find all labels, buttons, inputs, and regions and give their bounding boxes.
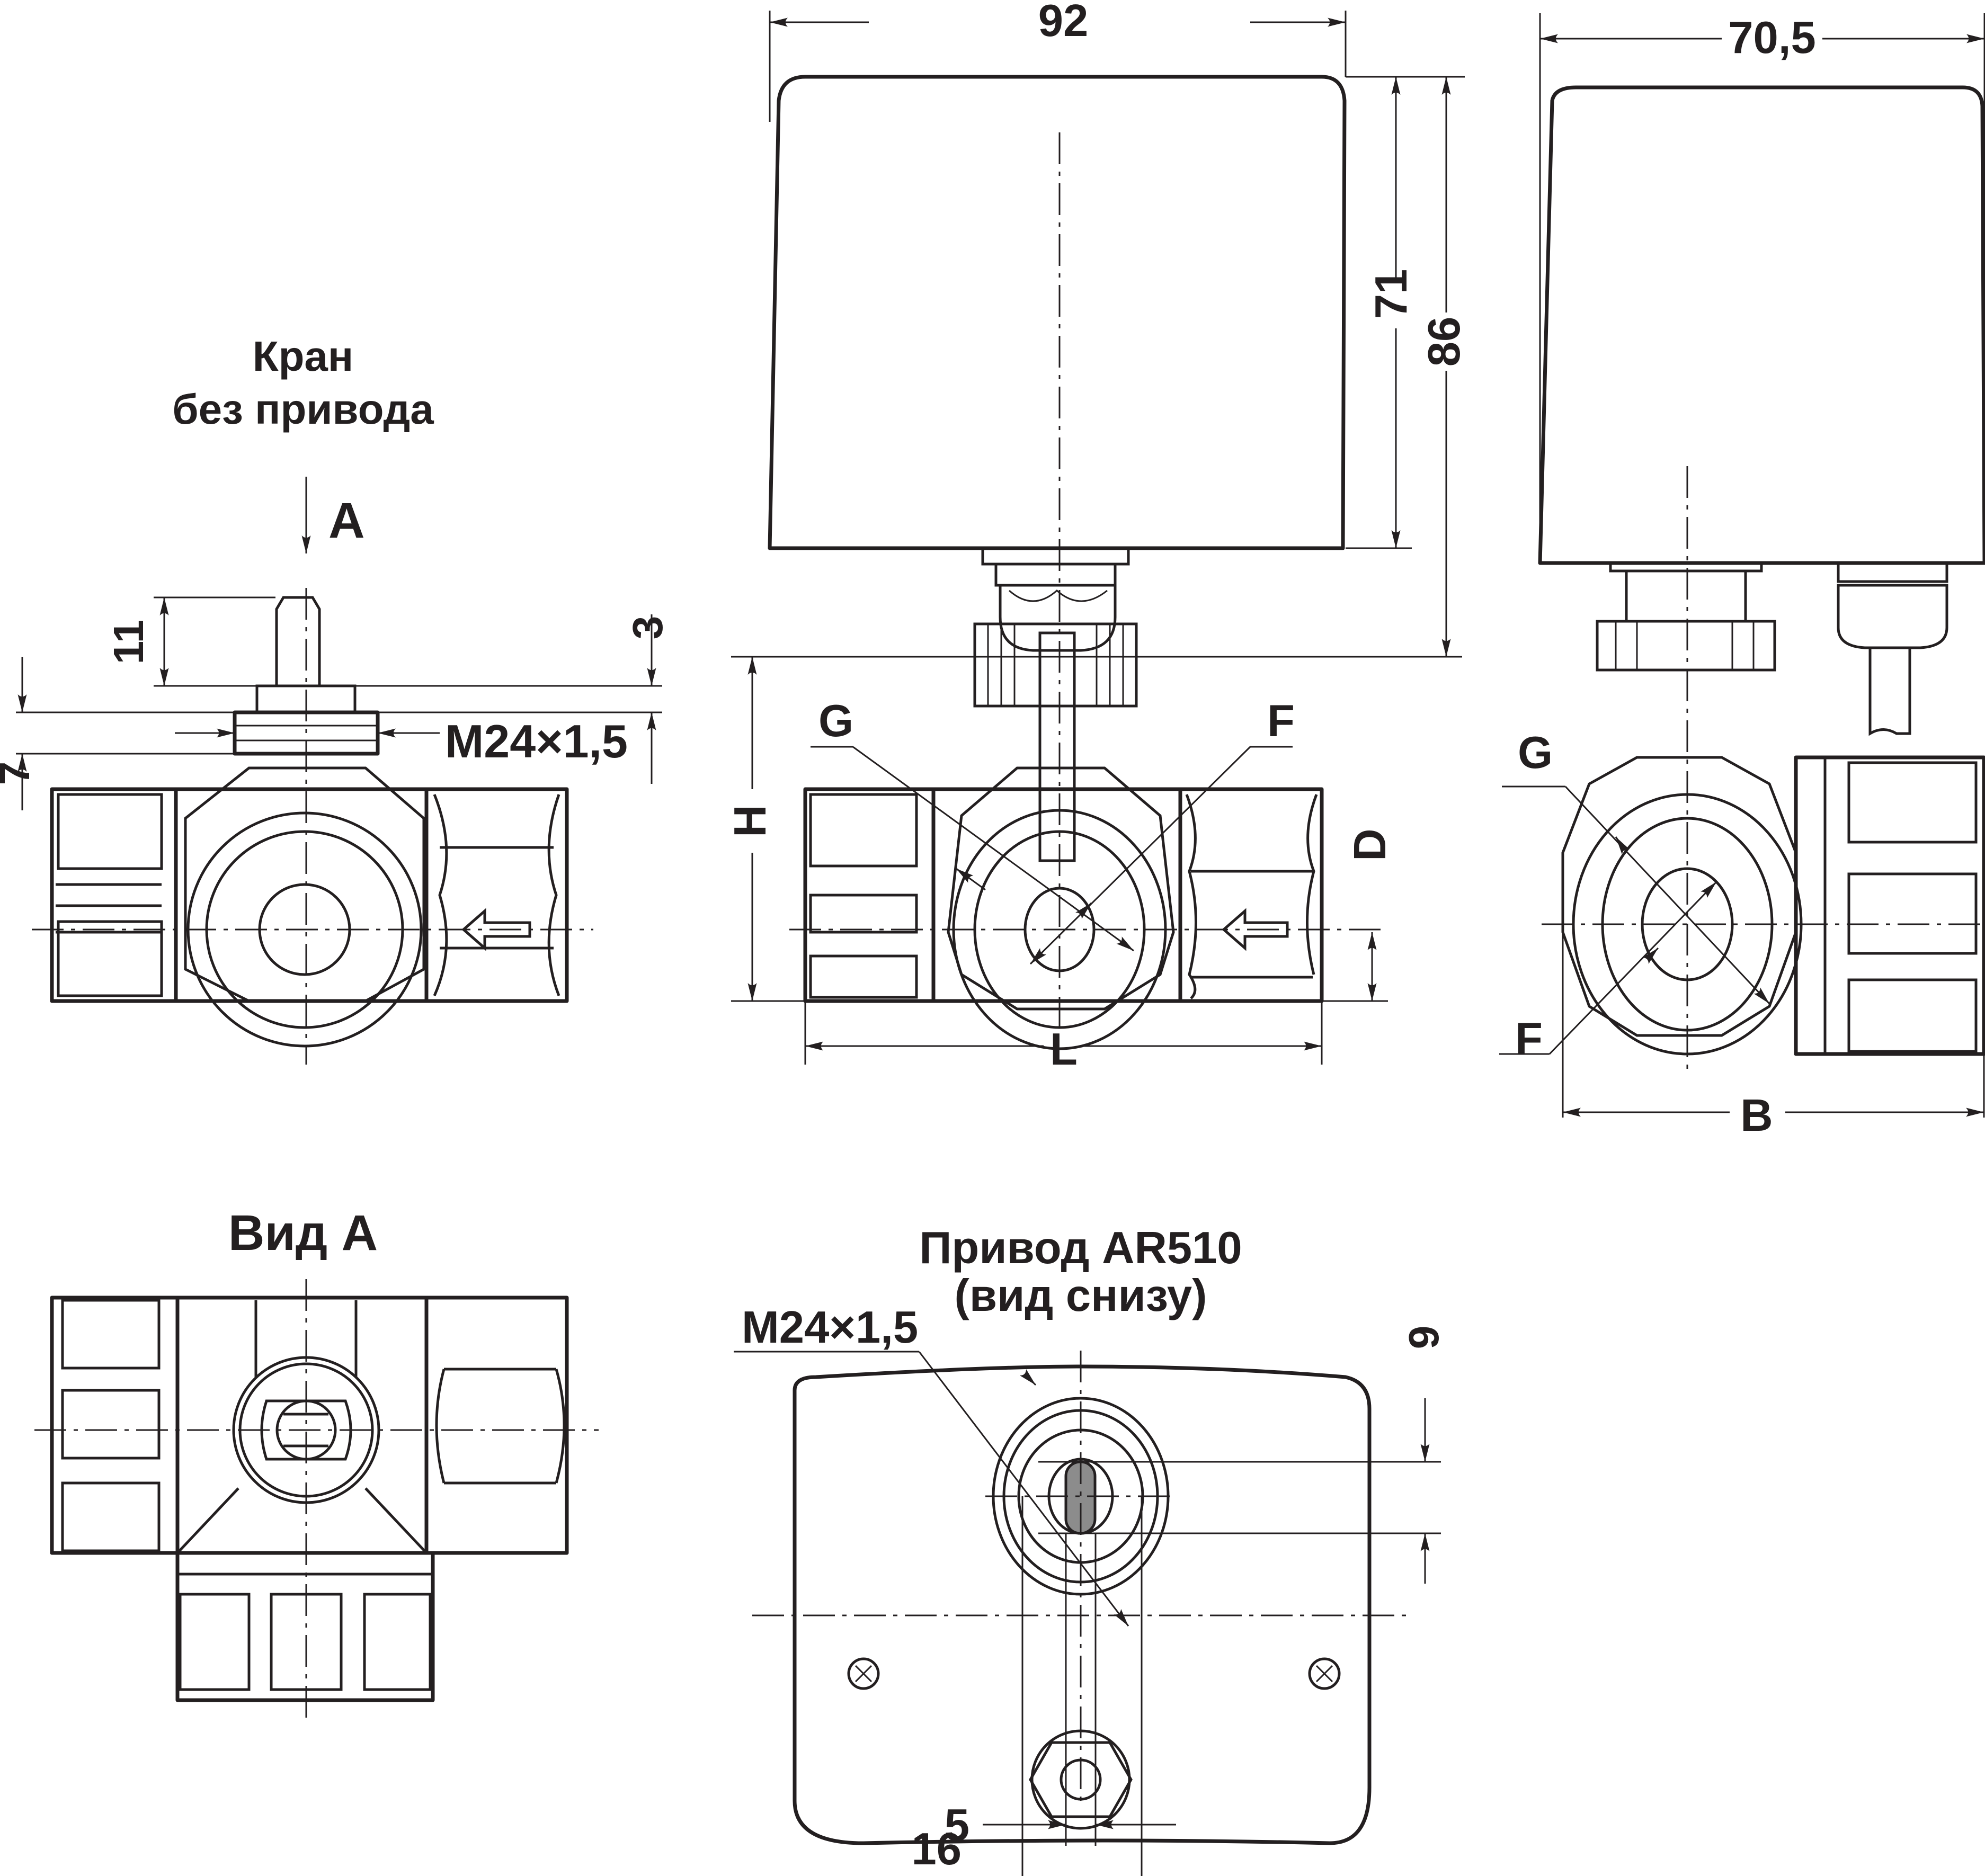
dim-thread: M24×1,5 [445, 715, 628, 767]
valve-only-caption-line1: Кран [253, 333, 354, 380]
side-actuator-housing [1538, 85, 1985, 565]
dim-b: B [1740, 1091, 1773, 1141]
screw-left-icon [847, 1657, 880, 1690]
valve-body [50, 766, 569, 1048]
actuator-bottom-caption-line2: (вид снизу) [955, 1271, 1207, 1321]
side-label-g: G [1518, 728, 1553, 778]
front-label-f: F [1267, 696, 1295, 746]
actuator-bottom-caption-line1: Привод AR510 [919, 1223, 1242, 1273]
actuator-base-outline [793, 1364, 1372, 1845]
front-valve-body [803, 766, 1324, 1050]
side-label-f: F [1515, 1014, 1543, 1064]
view-a-marker: A [328, 493, 365, 549]
dim-stem-height: 11 [105, 620, 152, 665]
cable-gland-hex [1029, 1741, 1133, 1818]
front-label-g: G [818, 696, 853, 746]
actuator-bottom-view: Привод AR510 (вид снизу) M24×1,5 9 [734, 1223, 1447, 1876]
dim-offset: 7 [0, 762, 38, 785]
dim-h: H [725, 805, 776, 837]
dim-d: D [1345, 828, 1395, 861]
dim-actuator-width: 92 [1038, 0, 1089, 46]
valve-only-caption-line2: без привода [172, 386, 434, 433]
valve-stem [275, 596, 321, 686]
valve-only-view: Кран без привода A [0, 333, 671, 1065]
dim-boss-width: 16 [911, 1824, 962, 1874]
dim-total-height: 86 [1419, 317, 1470, 367]
front-view: G F 92 71 86 H D L [725, 0, 1470, 1075]
actuator-housing [768, 75, 1347, 550]
dim-side-width: 70,5 [1728, 13, 1815, 63]
lever-shaft [1038, 631, 1076, 862]
view-a: Вид А [34, 1205, 599, 1721]
dim-l: L [1050, 1024, 1078, 1075]
dim-slot-width: 5 [945, 1800, 969, 1851]
knurled-nut [973, 622, 1138, 708]
dim-slot-height: 9 [1400, 1326, 1447, 1350]
cable-gland [1837, 561, 1948, 736]
side-view: G F 70,5 B [1499, 13, 1985, 1141]
actuator-thread-label: M24×1,5 [742, 1302, 918, 1353]
view-a-caption: Вид А [228, 1205, 378, 1261]
dim-collar: 3 [624, 616, 671, 640]
screw-right-icon [1308, 1657, 1341, 1690]
dim-actuator-height: 71 [1366, 269, 1417, 319]
